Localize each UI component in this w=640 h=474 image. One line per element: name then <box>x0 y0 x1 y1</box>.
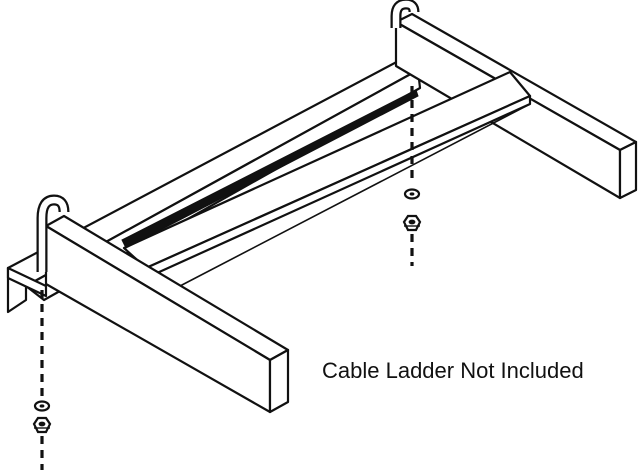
front-j-bolt <box>36 194 70 272</box>
rear-j-bolt <box>390 0 420 28</box>
front-support-bar <box>44 214 290 414</box>
caption-text: Cable Ladder Not Included <box>322 358 584 383</box>
center-crossbar <box>121 70 532 287</box>
front-hex-nut-icon <box>32 416 52 434</box>
mounting-bracket-tab <box>6 266 48 298</box>
rear-bolt-hardware <box>402 86 422 266</box>
front-bolt-hardware <box>32 290 52 470</box>
rear-hex-nut-icon <box>402 214 422 232</box>
